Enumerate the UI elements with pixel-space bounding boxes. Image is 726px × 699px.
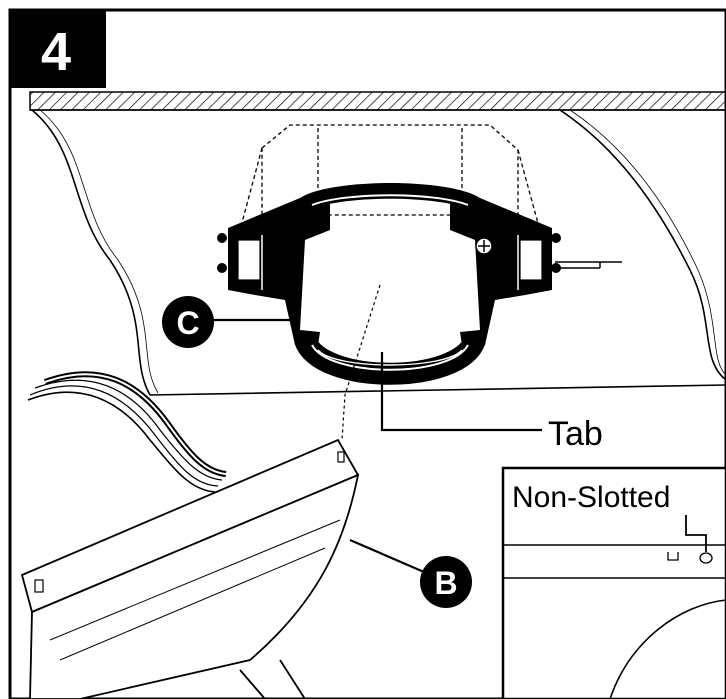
step-number: 4: [41, 22, 71, 82]
inset-non-slotted: Non-Slotted: [503, 468, 726, 699]
supply-wires: [28, 374, 226, 492]
callout-b-label: B: [434, 565, 457, 601]
ceiling: [30, 92, 726, 110]
canopy: [22, 440, 358, 699]
inset-label: Non-Slotted: [512, 481, 670, 514]
callout-c-label: C: [176, 305, 199, 341]
ceiling-panel: [32, 110, 726, 395]
tab-label: Tab: [548, 415, 603, 453]
mounting-bracket: [217, 183, 561, 374]
ground-wire: [555, 262, 622, 268]
